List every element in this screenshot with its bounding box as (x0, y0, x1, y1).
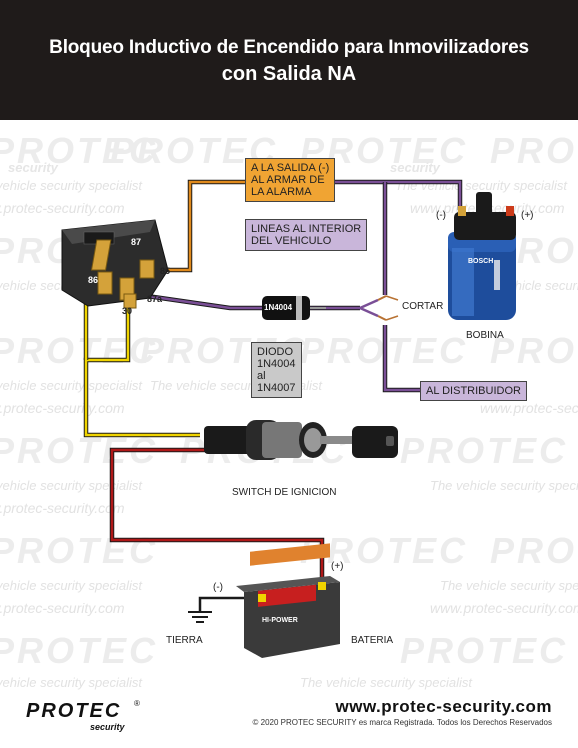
watermark-specialist: The vehicle security specialist (0, 178, 142, 193)
page-title-line2: con Salida NA (221, 63, 357, 85)
ignition-coil (448, 192, 516, 320)
watermark-url: www.protec-security.com (0, 200, 125, 216)
footer-url: www.protec-security.com (335, 697, 552, 716)
watermark-url: www.protec-security.com (480, 400, 578, 416)
registered-mark: ® (134, 699, 140, 708)
relay-pin-30: 30 (122, 306, 133, 316)
diode (262, 296, 326, 320)
header: Bloqueo Inductivo de Encendido para Inmo… (0, 0, 578, 120)
wire-purple-vertical-down (382, 325, 420, 393)
relay-pin-85: 85 (160, 266, 171, 276)
battery-negative-label: (-) (213, 582, 223, 593)
watermark-specialist: The vehicle security specialist (300, 675, 472, 690)
relay-pin-86: 86 (88, 275, 99, 285)
watermark-brand: PROTEC (0, 630, 159, 671)
watermark-brand: PROTEC (0, 130, 159, 171)
callout-distribuidor: AL DISTRIBUIDOR (420, 381, 527, 401)
watermark-brand: PROTEC (490, 130, 578, 171)
watermark-brand: PROTEC (490, 530, 578, 571)
watermark-url: www.protec-security.com (430, 600, 578, 616)
watermark-brand: PROTEC (0, 530, 159, 571)
watermark-specialist: The vehicle security specialist (430, 478, 578, 493)
wiring-drawing (61, 179, 516, 658)
wire-yellow-30-fill (84, 305, 200, 437)
wire-red-battery-fill (110, 448, 324, 582)
wire-purple-87a-fill (139, 293, 262, 310)
battery-positive-label: (+) (331, 561, 344, 572)
watermark-specialist: The vehicle security specialist (440, 578, 578, 593)
coil-brand: BOSCH (468, 258, 494, 265)
bateria-label: BATERIA (351, 635, 394, 646)
watermark-specialist: The vehicle security specialist (0, 578, 142, 593)
watermark-brand: PROTEC (490, 330, 578, 371)
callout-salida: A LA SALIDA (-) AL ARMAR DE LA ALARMA (245, 158, 336, 202)
watermark-brand: PROTEC (400, 430, 569, 471)
bobina-label: BOBINA (466, 330, 504, 341)
wiring-diagram: PROTEC PROTEC PROTEC PROTEC security sec… (0, 120, 578, 700)
footer (0, 692, 578, 748)
relay-pin-87: 87 (131, 237, 142, 247)
battery-brand: HI-POWER (262, 617, 298, 624)
watermark-specialist: The vehicle security specialist (0, 675, 142, 690)
relay (61, 219, 169, 309)
watermark-url: www.protec-security.com (0, 400, 125, 416)
battery (236, 543, 340, 658)
wire-purple-top-fill (312, 180, 462, 210)
watermark-specialist: The vehicle security specialist (0, 478, 142, 493)
page-title-line1: Bloqueo Inductivo de Encendido para Inmo… (49, 37, 529, 58)
wire-purple-vertical-down-fill (383, 325, 420, 392)
watermark-url: www.protec-security.com (0, 600, 125, 616)
diode-part-label: 1N4004 (264, 303, 293, 312)
watermark-brand: PROTEC (300, 330, 469, 371)
callout-lineas: LINEAS AL INTERIOR DEL VEHICULO (245, 219, 368, 251)
watermark-specialist: The vehicle security specialist (0, 378, 142, 393)
wire-yellow-30 (83, 305, 200, 438)
watermark-url: www.protec-security.com (0, 500, 125, 516)
protec-logo-sub: security (90, 722, 125, 732)
cortar-label: CORTAR (402, 301, 444, 312)
footer-copyright: © 2020 PROTEC SECURITY es marca Registra… (252, 718, 553, 727)
switch-label: SWITCH DE IGNICION (232, 487, 337, 498)
watermark-brand: PROTEC (400, 630, 569, 671)
wire-ground (198, 596, 262, 612)
protec-logo: PROTEC (26, 700, 122, 722)
ignition-switch (204, 420, 398, 460)
coil-negative-label: (-) (436, 210, 446, 221)
coil-positive-label: (+) (521, 210, 534, 221)
wire-red-battery (109, 447, 325, 582)
watermark-security: security (8, 160, 58, 175)
watermark-security: security (390, 160, 440, 175)
relay-pin-87a: 87a (147, 294, 163, 304)
tierra-label: TIERRA (166, 635, 203, 646)
wire-orange-85-fill (150, 180, 245, 272)
callout-diodo: DIODO 1N4004 al 1N4007 (251, 342, 302, 398)
